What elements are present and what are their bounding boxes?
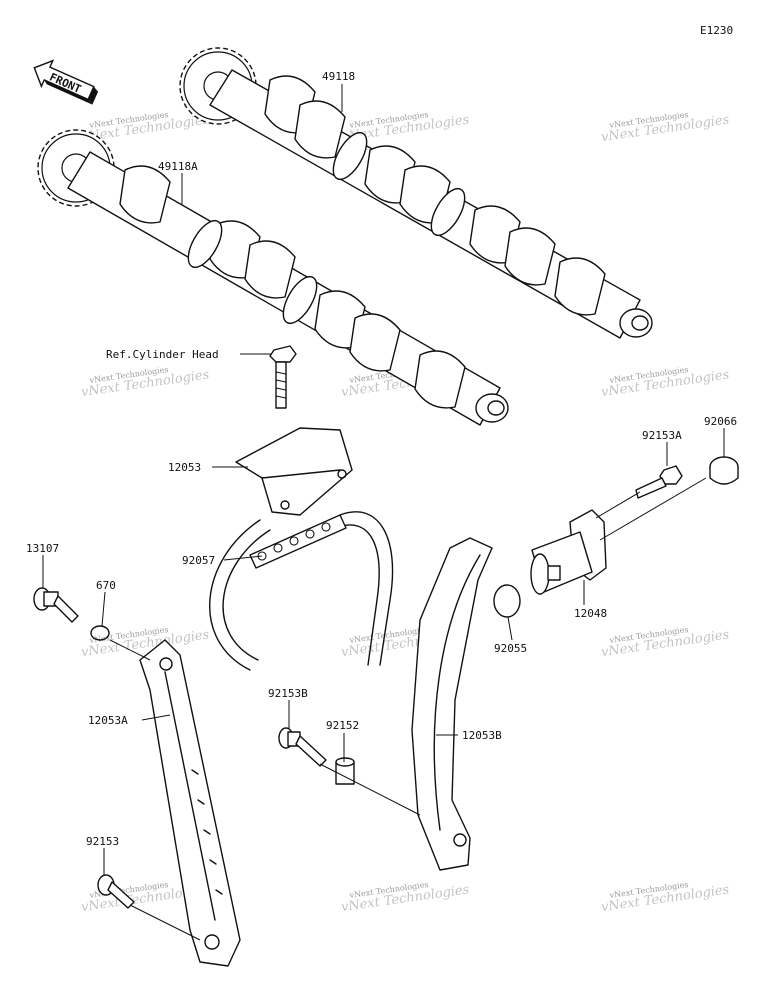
chain-tensioner	[530, 509, 607, 595]
bolt-92153	[97, 874, 135, 909]
diagram-code: E1230	[700, 24, 733, 37]
label-12048: 12048	[574, 607, 607, 620]
watermark: vNext Technologies vNext Technologies	[600, 365, 730, 400]
label-92153: 92153	[86, 835, 119, 848]
washer-670	[90, 625, 110, 641]
label-12053B: 12053B	[462, 729, 502, 742]
label-92066: 92066	[704, 415, 737, 428]
chain-guide-top	[235, 427, 353, 516]
watermark: vNext Technologies vNext Technologies	[80, 365, 210, 400]
chain-guide-tensioner	[139, 639, 241, 967]
label-92057: 92057	[182, 554, 215, 567]
label-13107: 13107	[26, 542, 59, 555]
chain-guide-fixed	[411, 537, 493, 871]
o-ring-92055	[493, 584, 521, 618]
watermark: vNext Technologies vNext Technologies	[340, 880, 470, 915]
leader-lines	[42, 84, 725, 941]
bolt-92153B	[278, 727, 327, 767]
label-49118A: 49118A	[158, 160, 198, 173]
label-12053: 12053	[168, 461, 201, 474]
label-670: 670	[96, 579, 116, 592]
camshaft-intake	[37, 129, 509, 426]
bolt-92153A	[635, 465, 683, 499]
guide-bolt	[269, 345, 297, 409]
label-12053A: 12053A	[88, 714, 128, 727]
watermark: vNext Technologies vNext Technologies	[600, 625, 730, 660]
label-92153B: 92153B	[268, 687, 308, 700]
bolt-13107	[33, 587, 79, 623]
watermark: vNext Technologies vNext Technologies	[600, 880, 730, 915]
label-49118: 49118	[322, 70, 355, 83]
cam-chain	[209, 511, 394, 671]
front-arrow-icon: FRONT	[33, 59, 99, 105]
label-92153A: 92153A	[642, 429, 682, 442]
label-ref-cylinder-head: Ref.Cylinder Head	[106, 348, 219, 361]
watermark: vNext Technologies vNext Technologies	[600, 110, 730, 145]
camshaft-exhaust	[179, 47, 653, 339]
cap-bolt-92066	[709, 456, 739, 485]
label-92152: 92152	[326, 719, 359, 732]
part-labels: 49118 49118A Ref.Cylinder Head 12053 920…	[26, 70, 737, 848]
collar-92152	[335, 757, 355, 785]
label-92055: 92055	[494, 642, 527, 655]
